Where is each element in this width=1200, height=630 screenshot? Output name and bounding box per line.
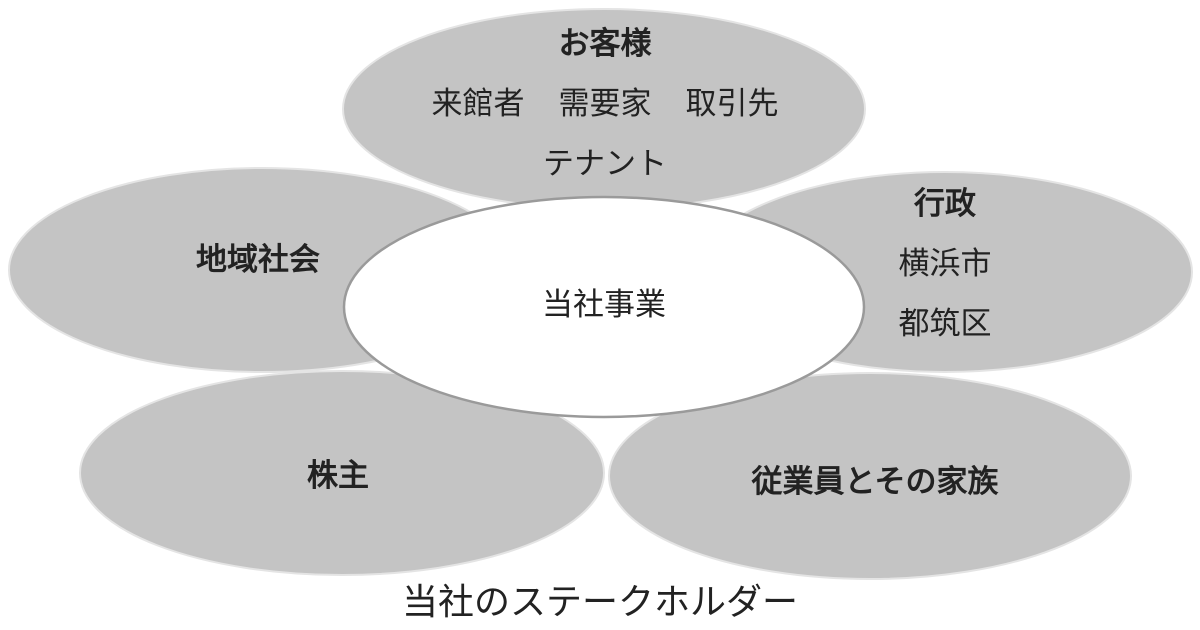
customers-item-visitors: 来館者 — [431, 85, 525, 122]
center-label: 当社事業 — [542, 286, 666, 323]
government-item-yokohama: 横浜市 — [898, 245, 992, 282]
local-community-title: 地域社会 — [196, 241, 320, 278]
customers-item-business-partners: 取引先 — [685, 85, 779, 122]
center-hub — [342, 195, 866, 419]
customers-title: お客様 — [558, 25, 652, 62]
customers-items: 来館者 需要家 取引先 — [380, 84, 830, 124]
diagram-caption: 当社のステークホルダー — [401, 582, 798, 623]
government-title: 行政 — [914, 185, 976, 222]
shareholders-title: 株主 — [307, 457, 369, 494]
employees-title: 従業員とその家族 — [751, 463, 999, 500]
customers-item-consumers: 需要家 — [558, 85, 652, 122]
petal-employees — [608, 372, 1132, 580]
customers-item-tenants: テナント — [543, 145, 667, 182]
government-item-tsuzuki: 都筑区 — [898, 305, 992, 342]
petal-shareholders — [79, 370, 605, 576]
